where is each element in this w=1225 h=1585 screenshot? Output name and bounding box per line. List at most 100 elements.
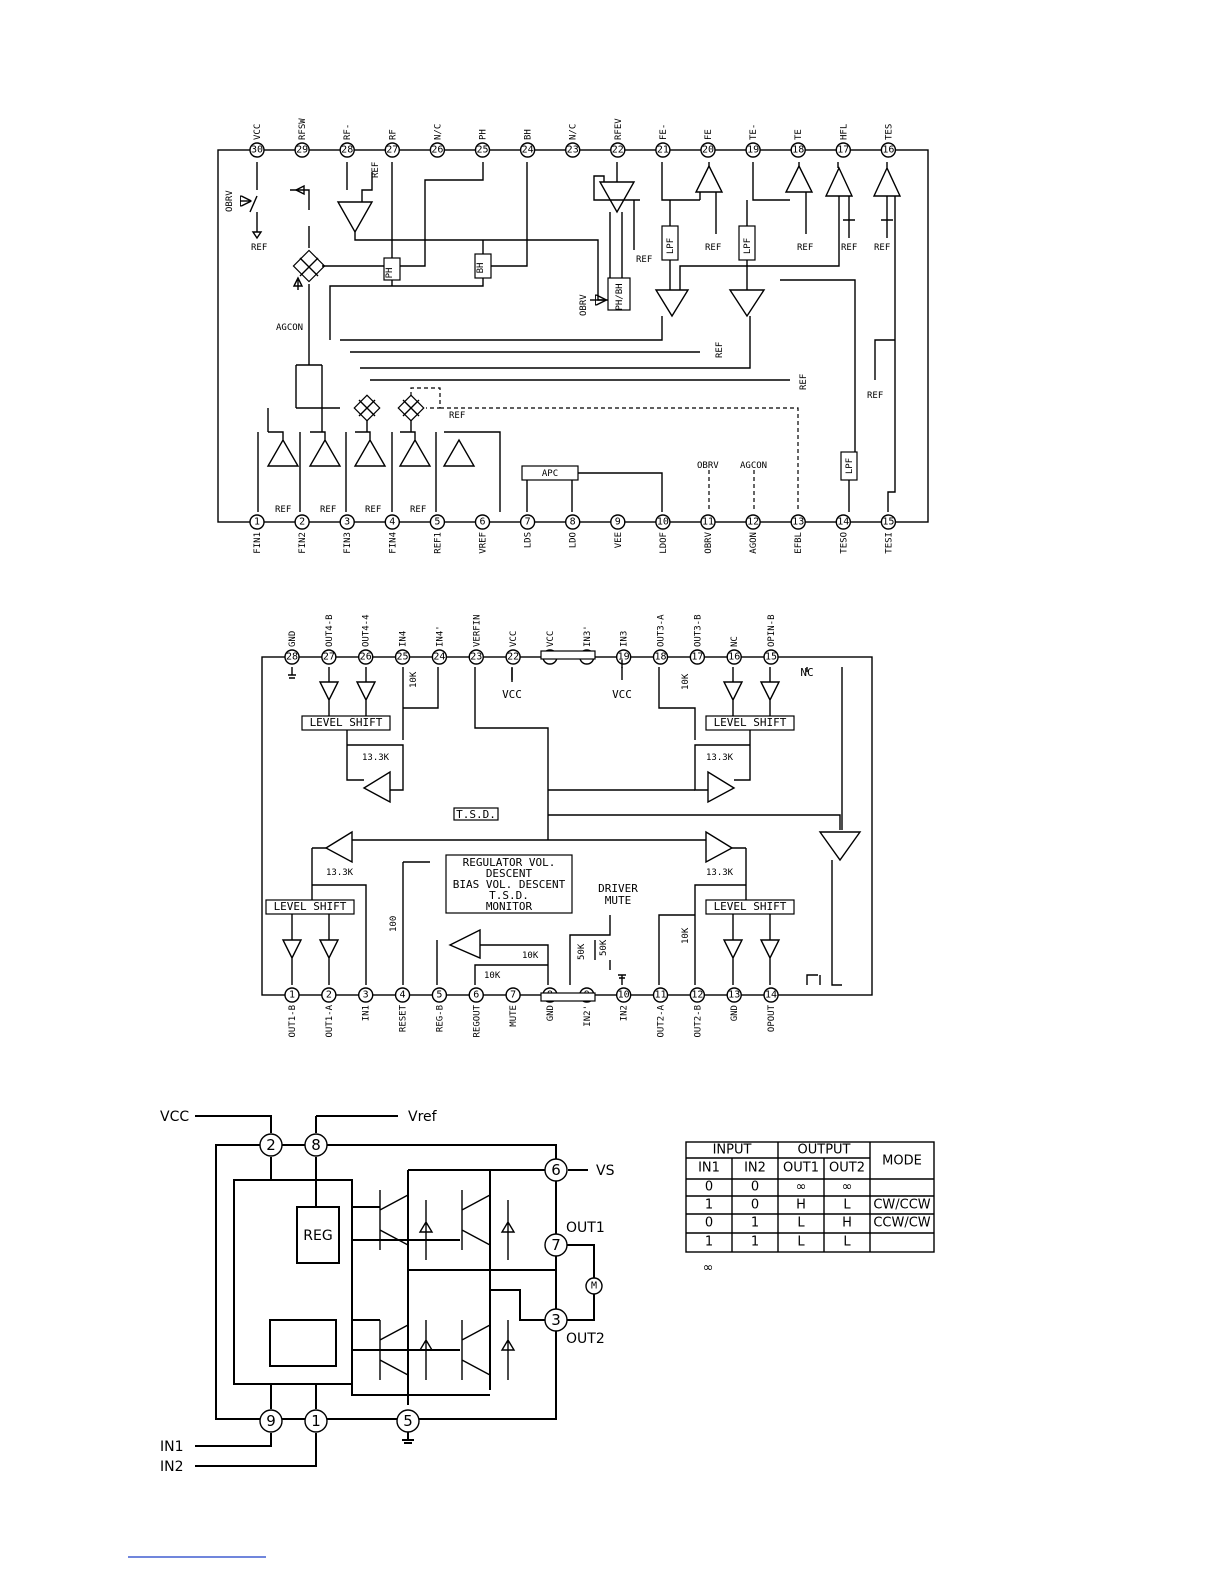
ref-label: REF: [365, 505, 381, 515]
driver-pin-number: 18: [654, 652, 666, 663]
rf-amp-pin-21: [655, 142, 671, 158]
rf-amp-pin-number: 2: [299, 517, 305, 528]
ref-label: REF: [275, 505, 291, 515]
rf-amp-pin-number: 5: [434, 517, 440, 528]
driver-pin-26: [358, 649, 374, 665]
driver-pin-label: NC: [730, 636, 740, 647]
transistor-q4: [461, 1320, 516, 1380]
logic-block: [269, 1319, 337, 1367]
motor-pin-5: [396, 1409, 420, 1433]
driver-pin-number: 12: [691, 990, 703, 1001]
driver-outline: [261, 656, 873, 996]
driver-pin-label: OPOUT: [767, 1004, 777, 1032]
ref-label: REF: [841, 243, 857, 253]
rf-amp-wiring: [240, 162, 902, 512]
ph-box-label: PH: [385, 268, 395, 279]
rf-amp-pin-25: [474, 142, 491, 158]
rf-amp-pin-label: VCC: [253, 124, 263, 140]
rf-amp-pin-number: 17: [837, 145, 849, 156]
driver-pin-label: OUT1-B: [288, 1005, 298, 1038]
driver-pin-number: 28: [286, 652, 298, 663]
driver-mute-label: DRIVER: [598, 882, 638, 895]
ref-label: REF: [251, 243, 267, 253]
obrv-label: OBRV: [225, 190, 235, 212]
driver-pin-number: 13: [728, 990, 740, 1001]
rf-amp-pin-label: TESO: [839, 532, 849, 554]
driver-pin-label: VERFIN: [472, 614, 482, 647]
driver-pin-label: OUT2-A: [657, 1004, 667, 1037]
rf-amp-pin-label: RF: [388, 129, 398, 140]
driver-pin-number: 17: [691, 652, 703, 663]
control-block: [233, 1179, 353, 1385]
driver-pin-label: IN3: [620, 631, 630, 647]
rf-amp-pin-number: 30: [251, 145, 263, 156]
driver-pin-2: [321, 987, 337, 1003]
driver-pin-label: IN4': [435, 625, 445, 647]
ph-bh-box-label: PH/BH: [615, 283, 625, 310]
bh-box-label: BH: [476, 263, 486, 274]
table-header-input: INPUT: [713, 1143, 752, 1158]
motor-label: M: [591, 1281, 597, 1292]
driver-pin-22: [505, 649, 521, 665]
rf-amp-pin-1: [249, 514, 265, 530]
regulator-text: REGULATOR VOL.: [463, 856, 556, 869]
driver-pin-18: [652, 649, 669, 665]
rf-amp-pin-label: FIN3: [343, 532, 353, 554]
rf-amp-pin-5: [429, 514, 446, 530]
rf-amp-pin-number: 27: [386, 145, 398, 156]
driver-pin-label: VCC: [546, 631, 556, 647]
ref-label: REF: [320, 505, 336, 515]
rf-amp-pin-label: REF1: [433, 532, 443, 554]
driver-pin-number: 22: [507, 652, 519, 663]
rf-amp-pin-14: [835, 514, 851, 530]
table-cell: 0: [751, 1198, 759, 1213]
ref-label: REF: [799, 374, 809, 390]
rf-amp-top-pins: 30VCC29RFSW28RF-27RF26N/C25PH24BH23N/C22…: [249, 118, 897, 158]
motor-pin-1: [304, 1409, 328, 1433]
transistor-q3: [379, 1320, 434, 1380]
driver-pin-6: [468, 987, 484, 1003]
rf-amp-pin-24: [519, 142, 536, 158]
rf-amp-pin-13: [790, 514, 806, 530]
rf-amp-pin-7: [519, 514, 536, 530]
rf-amp-pin-label: RF-: [343, 124, 353, 140]
driver-pin-label: GND: [288, 631, 298, 647]
regulator-text: BIAS VOL. DESCENT: [453, 878, 566, 891]
rf-amp-pin-10: [655, 514, 671, 530]
motor-pin-number: 5: [403, 1412, 413, 1430]
driver-pin-7: [505, 987, 521, 1003]
table-cell: 0: [705, 1216, 713, 1231]
rf-amp-pin-number: 8: [570, 517, 576, 528]
driver-bottom-pins: 1OUT1-B2OUT1-A3IN14RESET5REG-B6REGOUT7MU…: [284, 987, 779, 1038]
motor-pin-3: [544, 1308, 568, 1332]
rf-amp-pin-3: [339, 514, 355, 530]
driver-pin-number: 23: [470, 652, 482, 663]
driver-pin-number: 16: [728, 652, 740, 663]
agcon-label: AGCON: [740, 461, 767, 471]
rf-amp-pin-label: PH: [479, 129, 489, 140]
driver-pin-4: [394, 987, 411, 1003]
rf-amp-pin-number: 10: [657, 517, 669, 528]
ref-label: REF: [797, 243, 813, 253]
table-cell: 1: [705, 1235, 713, 1250]
motor-pin-number: 1: [311, 1412, 321, 1430]
driver-pin-label: GND: [730, 1005, 740, 1021]
rf-amp-pin-label: TE-: [749, 124, 759, 140]
table-cell: CW/CCW: [873, 1198, 930, 1213]
lpf-box-label: LPF: [743, 238, 753, 254]
rf-amp-pin-label: FE-: [659, 124, 669, 140]
transistor-q2: [461, 1190, 516, 1260]
driver-mute-label: MUTE: [605, 894, 632, 907]
motor-pin-number: 3: [551, 1311, 561, 1329]
driver-pin-27: [321, 649, 337, 665]
rf-amp-pin-20: [700, 142, 716, 158]
motor-pin-6: [544, 1158, 568, 1182]
apc-box-label: APC: [542, 469, 558, 479]
motor-pin-7: [544, 1233, 568, 1257]
table-cell: ∞: [842, 1180, 853, 1195]
rf-amp-pin-number: 4: [389, 517, 395, 528]
driver-pin-number: 26: [360, 652, 372, 663]
driver-top-pins: 28GND27OUT4-B26OUT4-425IN424IN4'23VERFIN…: [284, 614, 779, 665]
